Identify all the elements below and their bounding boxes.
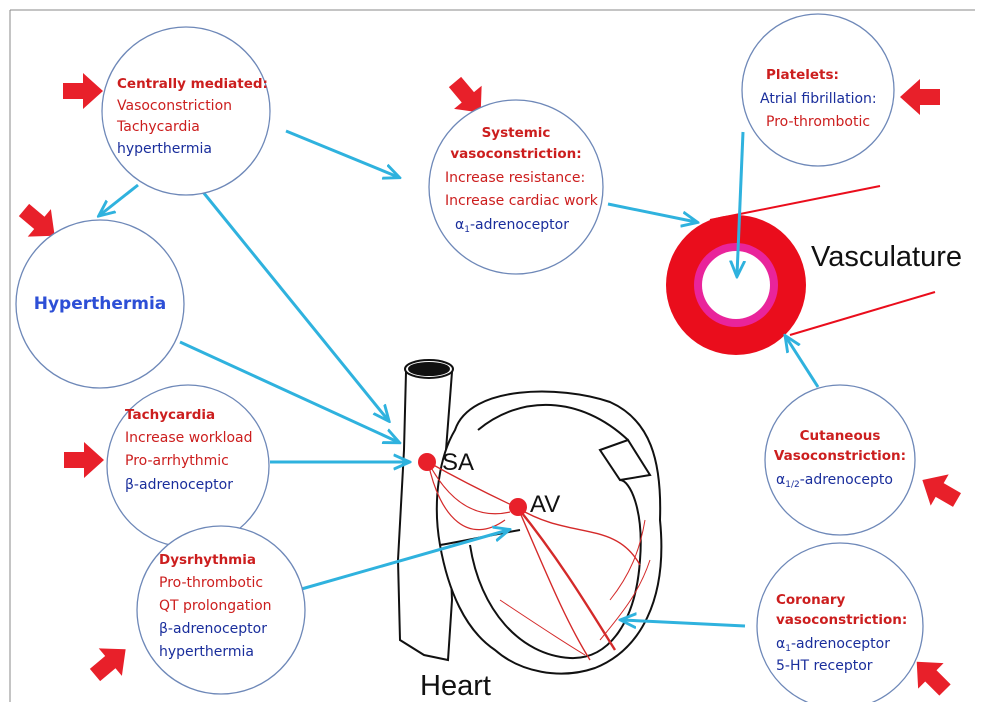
av-label: AV [530,491,560,518]
av-node-marker [509,498,527,516]
platelets-line-1: Atrial fibrillation: [760,91,877,107]
red-arrow-platelets [900,79,940,115]
hyperthermia-title: Hyperthermia [34,294,167,314]
coronary-receptor: α1-adrenoceptor [776,636,890,654]
vena-cava-opening-inner [409,363,449,375]
coronary-title-2: vasoconstriction: [776,612,907,628]
heart-outline [437,392,662,674]
sa-label: SA [442,449,474,476]
systemic-line-2: Increase cardiac work [445,193,599,209]
vessel-wall-line-bottom [790,292,935,335]
red-arrow-dysrhythmia [83,635,137,688]
arrow-central-to-heart [203,192,388,420]
sa-node-marker [418,453,436,471]
dysrhythmia-title: Dysrhythmia [159,552,256,568]
arrow-cutaneous-to-vessel [786,337,818,387]
dysrhythmia-line-1: Pro-thrombotic [159,575,263,591]
arrow-central-to-hyperthermia [100,185,138,215]
vessel-wall-line-top [710,186,880,220]
dysrhythmia-line-2: QT prolongation [159,598,272,614]
vessel-lumen [702,251,770,319]
systemic-title-2: vasoconstriction: [450,146,581,162]
central-title: Centrally mediated: [117,76,268,92]
arrow-central-to-systemic [286,131,398,177]
tachycardia-title: Tachycardia [125,407,215,423]
coronary-line-2: 5-HT receptor [776,658,873,674]
platelets-title: Platelets: [766,67,839,83]
red-arrow-tachycardia [64,442,104,478]
coronary-title-1: Coronary [776,592,845,608]
vasculature-label: Vasculature [811,241,962,273]
systemic-title-1: Systemic [482,125,551,141]
systemic-line-1: Increase resistance: [445,170,585,186]
heart-label: Heart [420,670,491,702]
central-line-3: hyperthermia [117,141,212,157]
platelets-line-2: Pro-thrombotic [766,114,870,130]
dysrhythmia-line-3: β-adrenoceptor [159,621,267,637]
tachycardia-line-3: β-adrenoceptor [125,477,233,493]
tachycardia-line-1: Increase workload [125,430,253,446]
central-line-1: Vasoconstriction [117,98,232,114]
dysrhythmia-line-4: hyperthermia [159,644,254,660]
central-line-2: Tachycardia [116,119,200,135]
vasculature-figure: Vasculature [666,186,962,355]
systemic-receptor: α1-adrenoceptor [455,217,569,235]
red-arrow-cutaneous [913,464,966,515]
platelets-circle [742,14,894,166]
cutaneous-title-1: Cutaneous [800,428,881,444]
tachycardia-line-2: Pro-arrhythmic [125,453,229,469]
red-arrow-central [63,73,103,109]
cutaneous-title-2: Vasoconstriction: [774,448,906,464]
arrow-systemic-to-vessel [608,204,696,222]
